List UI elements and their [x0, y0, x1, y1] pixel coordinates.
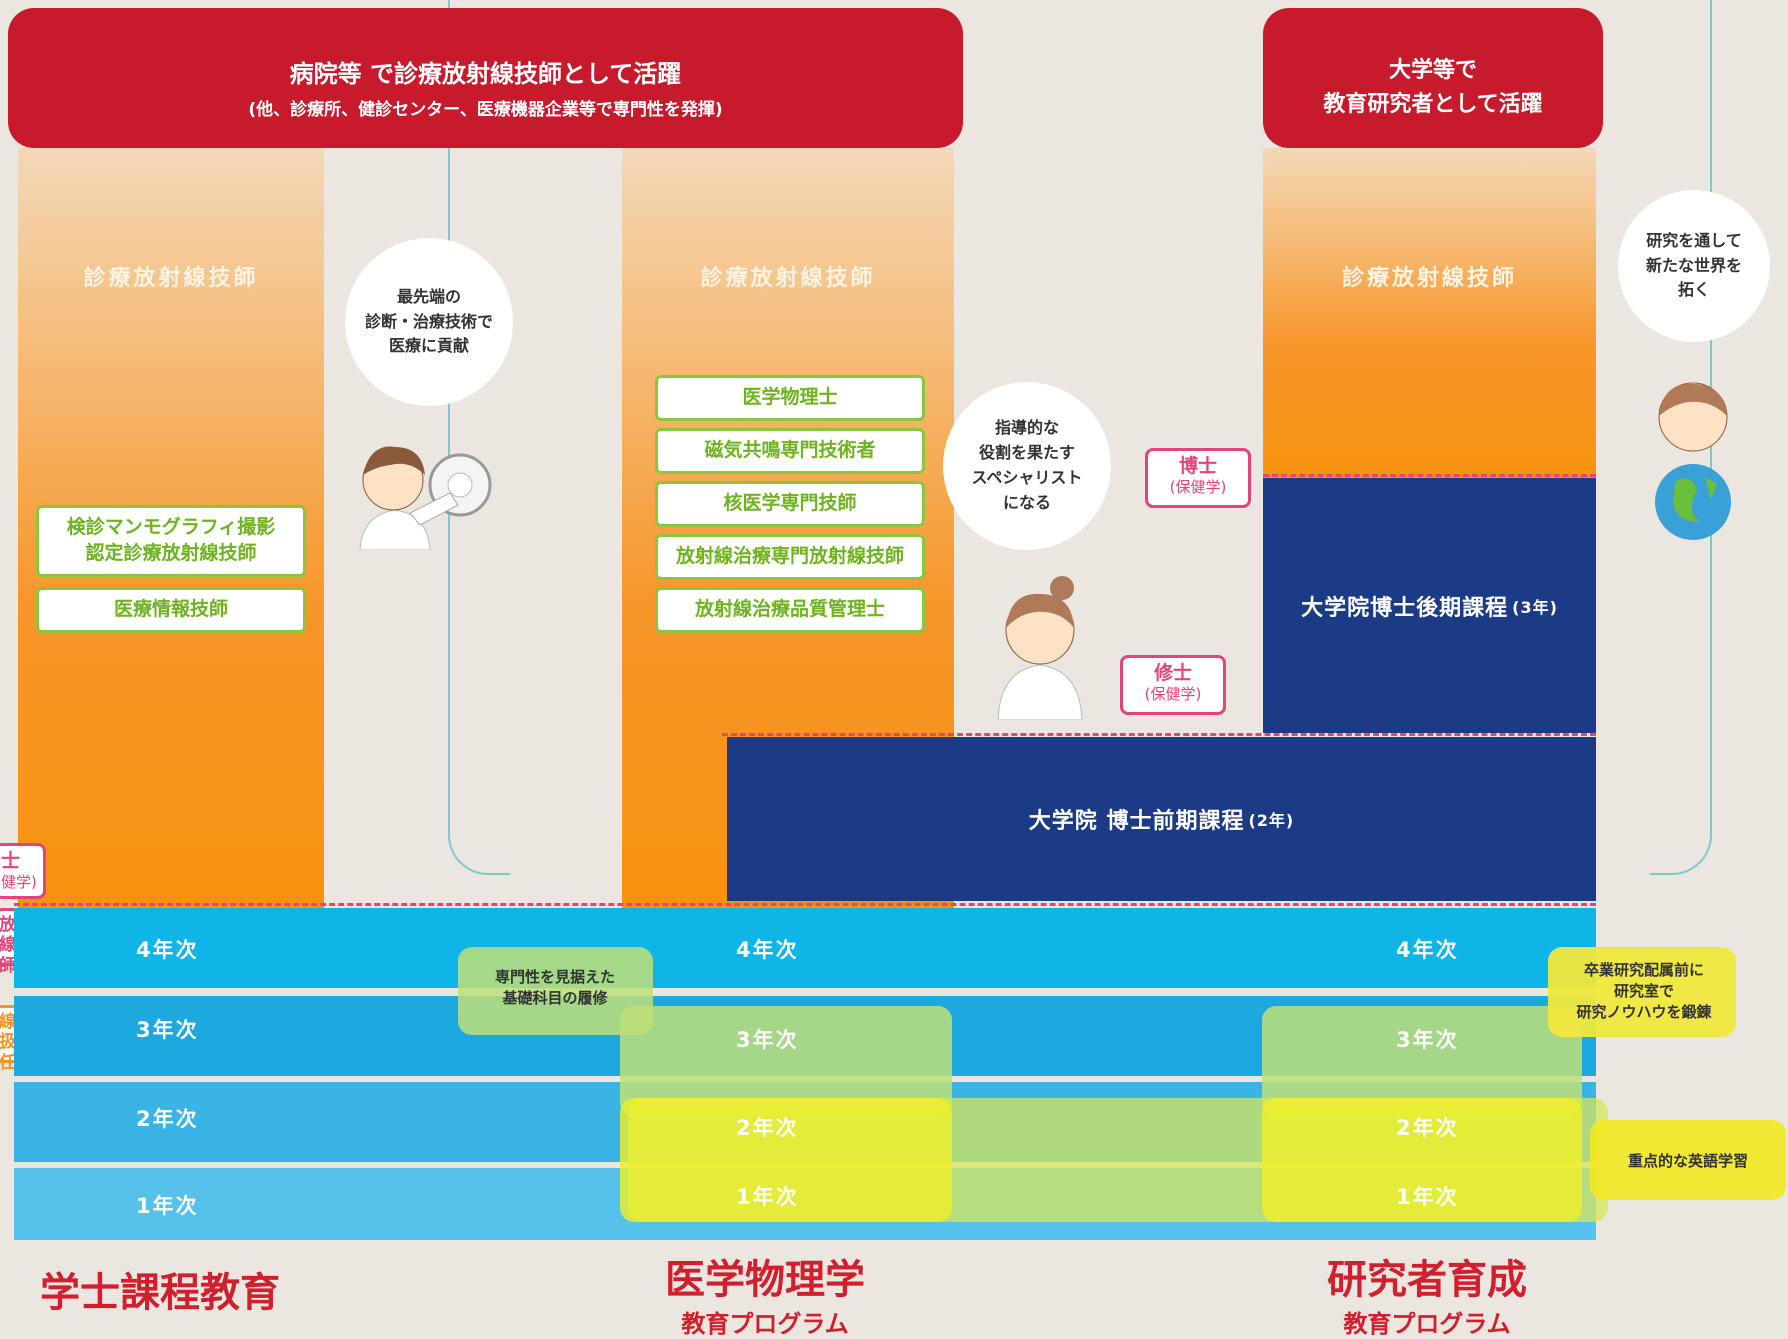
speech-bubble-research-text: 研究を通して 新たな世界を 拓く — [1645, 230, 1742, 300]
research-english-highlight — [1262, 1098, 1582, 1222]
bachelor-program-title: 学士課程教育 — [40, 1270, 280, 1316]
doctor-degree-tag: 博士 (保健学) — [1145, 448, 1251, 508]
speech-bubble-clinical-text: 最先端の 診断・治療技術で 医療に貢献 — [364, 286, 493, 356]
year-label-1-clinical: 1年次 — [136, 1194, 199, 1218]
year-label-2-clinical: 2年次 — [136, 1107, 199, 1131]
qualification-qc: 放射線治療品質管理士 — [655, 587, 925, 633]
speech-bubble-specialist: 指導的な 役割を果たす スペシャリスト になる — [943, 382, 1111, 550]
research-banner: 大学等で 教育研究者として活躍 — [1263, 8, 1603, 148]
clinical-banner-subtitle: (他、診療所、健診センター、医療機器企業等で専門性を発揮) — [248, 100, 723, 120]
doctor-illustration — [359, 446, 492, 550]
clinical-banner-title: 病院等 で診療放射線技師として活躍 — [289, 60, 682, 88]
researcher-globe-illustration — [1655, 382, 1731, 540]
column-research-title: 診療放射線技師 — [1341, 266, 1517, 291]
qualification-mri: 磁気共鳴専門技術者 — [655, 428, 925, 474]
research-banner-line2: 教育研究者として活躍 — [1323, 92, 1543, 117]
masters-course-years: (2年) — [1248, 811, 1295, 830]
year-label-3-clinical: 3年次 — [136, 1018, 199, 1042]
researcher-program-main: 研究者育成 — [1327, 1257, 1527, 1303]
masters-course-label: 大学院 博士前期課程 — [1028, 809, 1245, 834]
masters-divider-line — [722, 733, 1596, 736]
doctoral-course-years: (3年) — [1512, 597, 1558, 617]
researcher-program-sub: 教育プログラム — [1343, 1310, 1511, 1338]
year-label-4-physics: 4年次 — [736, 938, 799, 962]
physics-upper-highlight — [620, 1006, 952, 1116]
qualification-nuclear: 核医学専門技師 — [655, 481, 925, 527]
doctoral-divider-line — [1263, 474, 1596, 477]
basic-courses-note: 専門性を見据えた 基礎科目の履修 — [494, 968, 615, 1007]
lab-training-highlight — [1548, 947, 1736, 1037]
english-note-box — [1590, 1120, 1786, 1200]
speech-bubble-clinical: 最先端の 診断・治療技術で 医療に貢献 — [345, 238, 513, 406]
qualification-radiotherapy: 放射線治療専門放射線技師 — [655, 534, 925, 580]
doctor-degree-sub: (保健学) — [1169, 477, 1227, 496]
bachelor-divider-line — [14, 903, 1596, 906]
nurse-illustration — [997, 576, 1083, 720]
lab-training-note: 卒業研究配属前に 研究室で 研究ノウハウを鍛錬 — [1576, 961, 1712, 1021]
column-clinical-title: 診療放射線技師 — [83, 266, 259, 291]
doctoral-course-label: 大学院博士後期課程 — [1301, 595, 1509, 621]
year-label-3-physics: 3年次 — [736, 1028, 799, 1052]
masters-course-box: 大学院 博士前期課程(2年) — [727, 737, 1596, 901]
year-label-1-research: 1年次 — [1396, 1185, 1459, 1209]
doctoral-course-box: 大学院博士後期課程(3年) — [1263, 478, 1596, 733]
physics-english-highlight — [620, 1098, 952, 1222]
year-label-1-physics: 1年次 — [736, 1185, 799, 1209]
research-upper-highlight — [1262, 1006, 1582, 1116]
researcher-program-title: 研究者育成 教育プログラム — [1262, 1260, 1592, 1339]
doctor-degree-label: 博士 — [1178, 455, 1217, 477]
clinical-banner: 病院等 で診療放射線技師として活躍 (他、診療所、健診センター、医療機器企業等で… — [8, 8, 963, 148]
bachelor-degree-sub: 健学) — [1, 872, 37, 891]
speech-bubble-specialist-text: 指導的な 役割を果たす スペシャリスト になる — [971, 418, 1083, 512]
guide-line-left — [448, 0, 510, 875]
qualification-medical-physicist: 医学物理士 — [655, 375, 925, 421]
column-research: 診療放射線技師 — [1263, 148, 1596, 478]
year-band-4 — [14, 908, 1596, 988]
qualification-medical-info: 医療情報技師 — [36, 587, 306, 633]
bachelor-degree-tag: 士 健学) — [0, 843, 46, 899]
physics-program-sub: 教育プログラム — [681, 1310, 849, 1338]
year-label-2-physics: 2年次 — [736, 1116, 799, 1140]
year-label-3-research: 3年次 — [1396, 1028, 1459, 1052]
year-label-4-clinical: 4年次 — [136, 938, 199, 962]
master-degree-label: 修士 — [1153, 662, 1192, 684]
bachelor-degree-label: 士 — [1, 850, 21, 872]
year-label-4-research: 4年次 — [1396, 938, 1459, 962]
master-degree-tag: 修士 (保健学) — [1120, 655, 1226, 715]
year-label-2-research: 2年次 — [1396, 1116, 1459, 1140]
physics-program-main: 医学物理学 — [665, 1257, 865, 1303]
english-study-note: 重点的な英語学習 — [1627, 1152, 1748, 1170]
qualification-mammography: 検診マンモグラフィ撮影 認定診療放射線技師 — [36, 505, 306, 577]
master-degree-sub: (保健学) — [1144, 684, 1202, 703]
column-physics-title: 診療放射線技師 — [700, 266, 876, 291]
physics-program-title: 医学物理学 教育プログラム — [600, 1260, 930, 1339]
research-banner-line1: 大学等で — [1388, 58, 1477, 83]
speech-bubble-research: 研究を通して 新たな世界を 拓く — [1618, 190, 1770, 342]
